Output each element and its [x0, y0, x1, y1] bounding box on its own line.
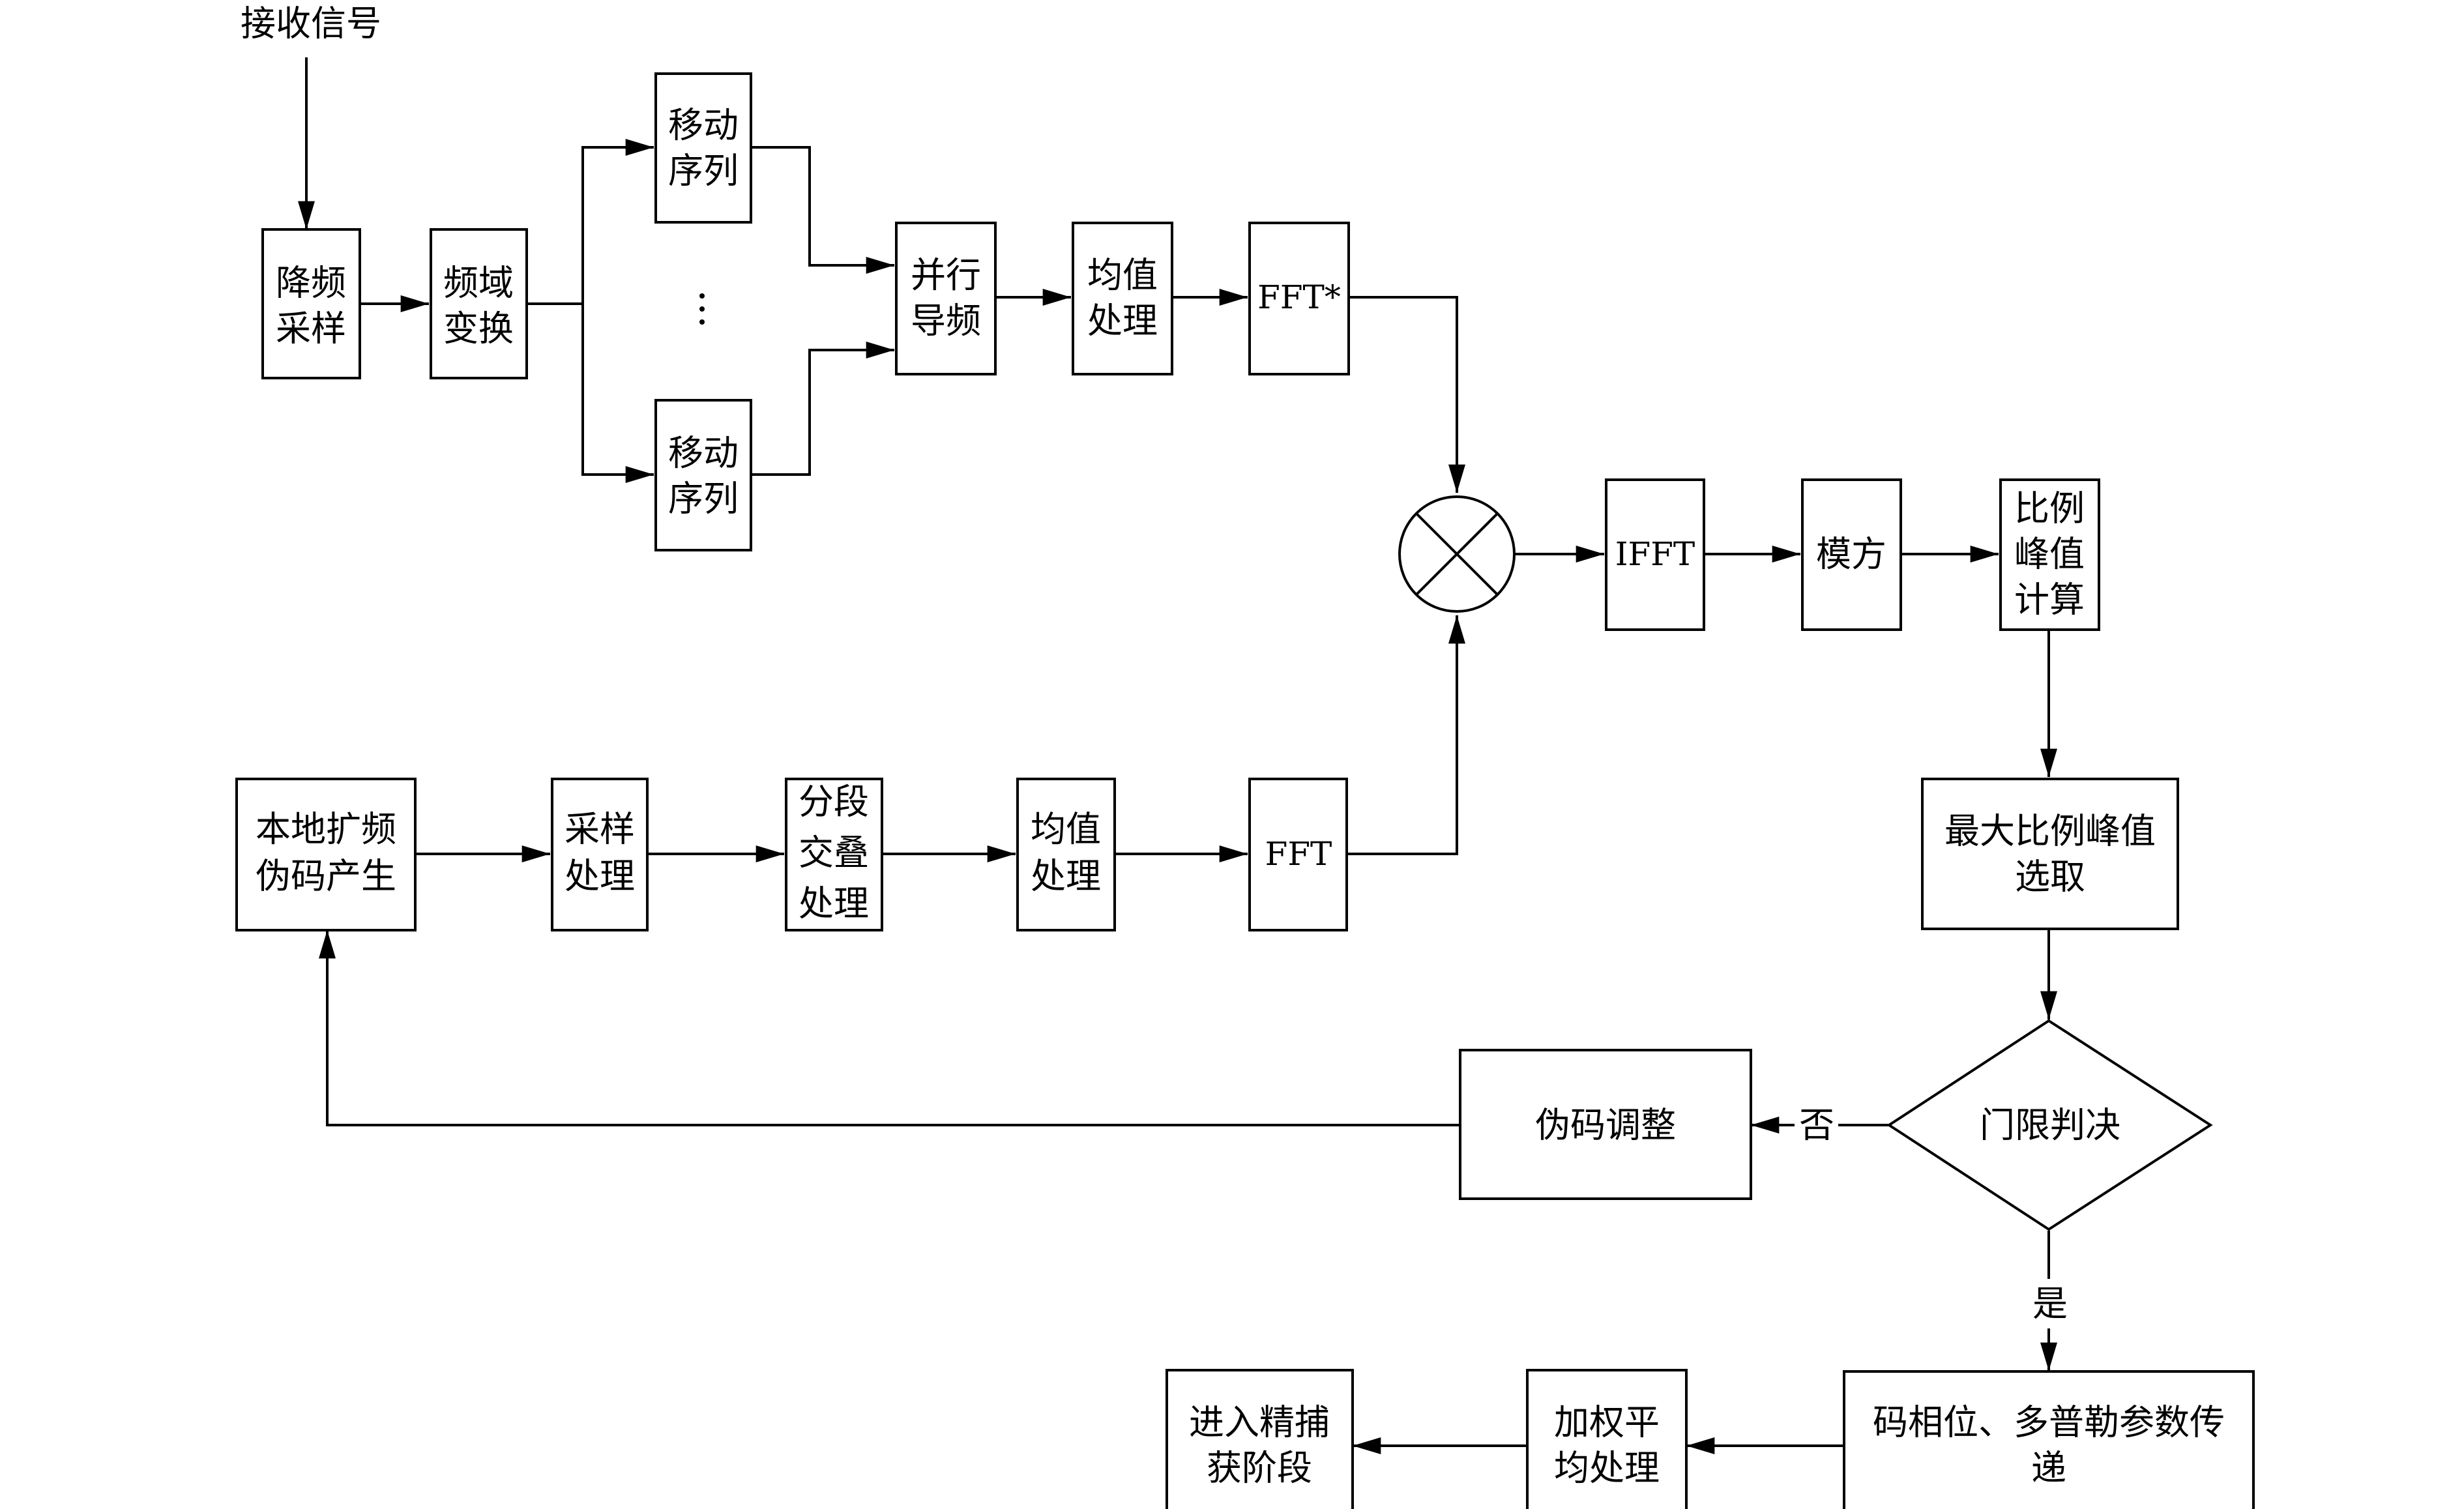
node-line: 获阶段 [1207, 1448, 1312, 1489]
node-frequency-transform: 频域 变换 [430, 228, 528, 379]
arrow-shift-bottom-to-parallel [748, 342, 894, 476]
node-line: 序列 [668, 151, 739, 192]
node-shift-sequence-bottom: 移动 序列 [654, 399, 752, 551]
node-fft-conjugate: FFT* [1248, 222, 1350, 375]
node-line: 处理 [1087, 300, 1158, 342]
multiplier-symbol [1398, 495, 1516, 613]
node-modulus-square: 模方 [1801, 478, 1902, 631]
node-line: 交叠 [799, 832, 869, 873]
branch-label-no: 否 [1799, 1105, 1834, 1146]
arrow-adjust-to-localcode [319, 930, 1460, 1126]
arrow-shift-top-to-parallel [748, 146, 894, 274]
node-line: IFFT [1615, 535, 1695, 573]
node-sampling-process: 采样 处理 [551, 778, 649, 931]
node-shift-sequence-top: 移动 序列 [654, 72, 752, 224]
node-line: 伪码调整 [1535, 1105, 1676, 1146]
node-mean-process-top: 均值 处理 [1072, 222, 1173, 375]
node-line: 伪码产生 [256, 856, 396, 897]
node-local-code-gen: 本地扩频 伪码产生 [235, 778, 417, 931]
node-code-adjust: 伪码调整 [1459, 1049, 1752, 1200]
node-line: 并行 [911, 255, 981, 296]
node-threshold-decision: 门限判决 [1886, 1019, 2213, 1231]
node-fft: FFT [1248, 778, 1348, 931]
node-line: 本地扩频 [256, 809, 396, 850]
node-line: 采样 [565, 809, 635, 850]
node-line: 码相位、多普勒参数传 [1873, 1402, 2225, 1443]
node-max-ratio-peak: 最大比例峰值 选取 [1921, 778, 2179, 930]
node-line: 导频 [911, 300, 981, 342]
node-segment-overlap: 分段 交叠 处理 [785, 778, 883, 931]
node-code-phase-doppler: 码相位、多普勒参数传 递 [1843, 1370, 2255, 1509]
node-line: 序列 [668, 478, 739, 520]
node-line: FFT [1265, 835, 1332, 873]
node-line: 变换 [443, 308, 514, 349]
node-line: 计算 [2014, 579, 2085, 621]
ellipsis-marker [699, 293, 705, 325]
node-ifft: IFFT [1605, 478, 1705, 631]
node-line: 模方 [1816, 534, 1886, 575]
node-line: 选取 [2015, 857, 2085, 898]
node-line: 处理 [1031, 856, 1101, 897]
node-enter-fine-acquisition: 进入精捕 获阶段 [1166, 1369, 1354, 1509]
node-line: 比例 [2014, 488, 2085, 529]
input-signal-label: 接收信号 [241, 3, 381, 44]
node-line: 降频 [276, 263, 346, 304]
node-line: 均值 [1031, 809, 1101, 850]
node-parallel-pilot: 并行 导频 [895, 222, 997, 375]
arrow-fftconj-to-multiplier [1347, 296, 1465, 493]
node-line: 加权平 [1554, 1402, 1660, 1443]
node-mean-process-bottom: 均值 处理 [1016, 778, 1116, 931]
arrow-fft-to-multiplier [1347, 615, 1465, 855]
node-downconvert-sample: 降频 采样 [261, 228, 361, 379]
node-line: 处理 [799, 883, 869, 924]
node-line: 均处理 [1554, 1448, 1660, 1489]
node-line: 频域 [443, 263, 514, 304]
node-line: 分段 [799, 782, 869, 823]
arrow-freq-to-shift-top [523, 139, 654, 305]
node-line: 门限判决 [1980, 1105, 2120, 1146]
node-line: 处理 [565, 856, 635, 897]
node-ratio-peak-calc: 比例 峰值 计算 [1999, 478, 2100, 631]
node-line: 均值 [1087, 255, 1158, 296]
node-line: FFT* [1257, 278, 1341, 316]
branch-label-yes: 是 [2032, 1283, 2068, 1325]
node-line: 采样 [276, 308, 346, 349]
node-line: 最大比例峰值 [1944, 811, 2156, 852]
node-line: 峰值 [2014, 534, 2085, 575]
arrow-freq-to-shift-bottom [581, 304, 654, 483]
connectors [298, 57, 2057, 1454]
node-line: 递 [2031, 1448, 2066, 1489]
node-line: 移动 [668, 433, 739, 474]
node-line: 进入精捕 [1189, 1402, 1330, 1443]
node-line: 移动 [668, 105, 739, 146]
node-weighted-average: 加权平 均处理 [1526, 1369, 1688, 1509]
